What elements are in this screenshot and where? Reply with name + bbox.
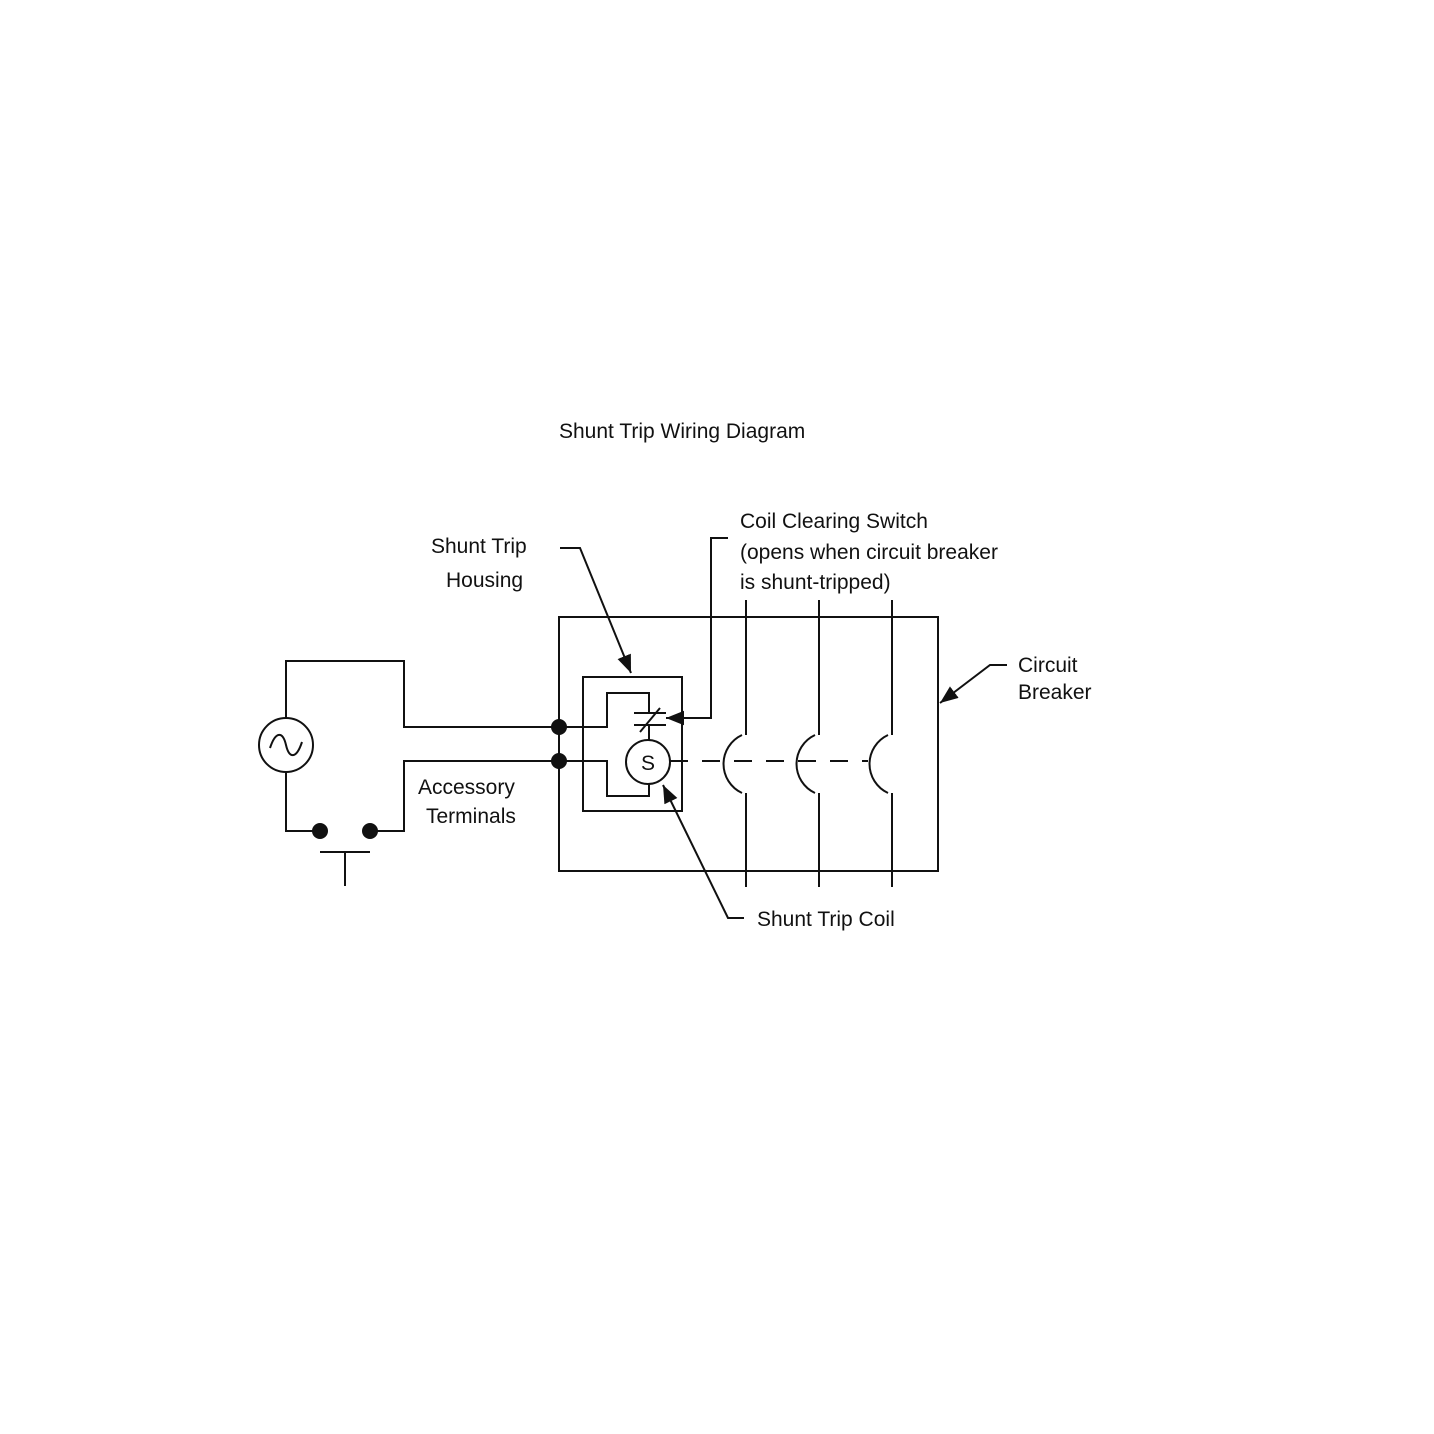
- svg-text:Breaker: Breaker: [1018, 681, 1092, 704]
- svg-text:Coil Clearing Switch: Coil Clearing Switch: [740, 510, 928, 533]
- callout-terminals: Accessory Terminals: [418, 776, 516, 828]
- shunt-trip-coil: S: [625, 739, 671, 785]
- svg-text:Accessory: Accessory: [418, 776, 515, 799]
- ac-source: [258, 717, 314, 773]
- svg-text:is shunt-tripped): is shunt-tripped): [740, 571, 891, 594]
- svg-text:Shunt Trip Coil: Shunt Trip Coil: [757, 908, 895, 931]
- internal-wiring: [559, 692, 650, 797]
- callout-breaker: Circuit Breaker: [939, 654, 1092, 704]
- svg-text:S: S: [641, 752, 655, 775]
- diagram-title: Shunt Trip Wiring Diagram: [559, 420, 805, 443]
- svg-text:Terminals: Terminals: [426, 805, 516, 828]
- svg-text:Shunt Trip: Shunt Trip: [431, 535, 527, 558]
- breaker-poles: [722, 600, 893, 887]
- pushbutton-switch: [312, 823, 378, 886]
- callout-switch: Coil Clearing Switch (opens when circuit…: [666, 510, 998, 726]
- wire-bottom: [285, 760, 559, 832]
- svg-text:Circuit: Circuit: [1018, 654, 1078, 677]
- shunt-trip-housing: [582, 676, 683, 812]
- wire-top: [285, 660, 559, 728]
- svg-text:Housing: Housing: [446, 569, 523, 592]
- coil-clearing-switch: [634, 707, 666, 733]
- circuit-breaker-box: [558, 616, 939, 872]
- svg-text:(opens when circuit breaker: (opens when circuit breaker: [740, 541, 998, 564]
- callout-coil: Shunt Trip Coil: [662, 784, 895, 931]
- sine-wave-icon: [269, 733, 303, 757]
- callout-housing: Shunt Trip Housing: [431, 535, 632, 674]
